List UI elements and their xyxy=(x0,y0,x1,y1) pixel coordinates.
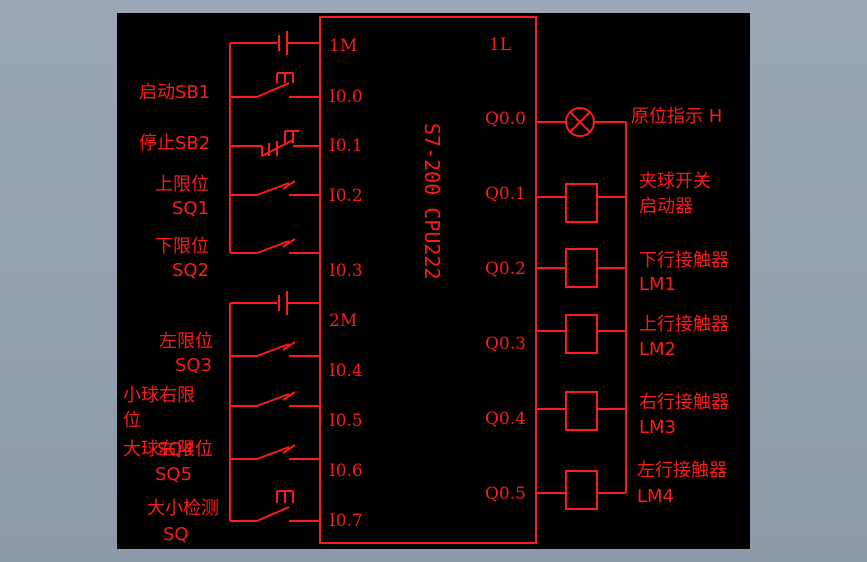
switch-icon xyxy=(256,391,296,407)
pin-q0-5: Q0.5 xyxy=(485,484,526,504)
output-label-lm2: LM2 xyxy=(639,339,676,360)
input-label-sq1: SQ1 xyxy=(172,198,209,219)
pin-2m: 2M xyxy=(329,311,357,331)
pin-q0-4: Q0.4 xyxy=(485,409,526,429)
input-label-start: 启动SB1 xyxy=(139,82,210,103)
input-label-sq2: SQ2 xyxy=(172,260,209,281)
pin-i0-1: I0.1 xyxy=(329,136,363,156)
output-label-right-contactor: 右行接触器 xyxy=(639,392,729,413)
output-label-gripper-starter: 启动器 xyxy=(639,196,693,217)
input-label-big-ball-right: 大球右限位 xyxy=(123,439,213,460)
output-label-lm3: LM3 xyxy=(639,417,676,438)
pin-i0-0: I0.0 xyxy=(329,87,363,107)
plc-model-label: S7-200 CPU222 xyxy=(420,123,444,280)
switch-icon xyxy=(256,238,296,254)
battery-icon xyxy=(278,291,288,315)
switch-icon xyxy=(256,341,296,357)
pin-i0-3: I0.3 xyxy=(329,261,363,281)
switch-icon xyxy=(256,490,294,522)
battery-icon xyxy=(278,31,288,55)
output-wiring xyxy=(536,107,627,510)
lamp-icon xyxy=(565,107,595,137)
input-label-small-ball-right: 小球右限 xyxy=(123,385,195,406)
input-label-stop: 停止SB2 xyxy=(139,133,210,154)
coil-icon xyxy=(565,470,598,510)
coil-icon xyxy=(565,248,598,288)
output-label-lm4: LM4 xyxy=(637,486,674,507)
pin-q0-3: Q0.3 xyxy=(485,334,526,354)
input-label-sq4-overlap: SQ4 xyxy=(157,439,194,460)
output-label-left-contactor: 左行接触器 xyxy=(637,460,727,481)
pin-i0-2: I0.2 xyxy=(329,186,363,206)
pin-i0-6: I0.6 xyxy=(329,461,363,481)
switch-icon xyxy=(256,180,296,196)
coil-icon xyxy=(565,183,598,223)
pin-q0-2: Q0.2 xyxy=(485,259,526,279)
output-label-lm1: LM1 xyxy=(639,274,676,295)
pin-i0-5: I0.5 xyxy=(329,411,363,431)
switch-icon xyxy=(256,72,294,98)
input-label-lower-limit: 下限位 xyxy=(155,236,209,257)
pin-q0-0: Q0.0 xyxy=(485,109,526,129)
pin-1m: 1M xyxy=(329,36,357,56)
input-label-left-limit: 左限位 xyxy=(159,331,213,352)
plc-body xyxy=(319,16,537,544)
switch-icon xyxy=(261,130,299,157)
output-label-up-contactor: 上行接触器 xyxy=(639,314,729,335)
output-label-down-contactor: 下行接触器 xyxy=(639,250,729,271)
schematic-canvas: S7-200 CPU222 1M I0.0 I0.1 I0.2 I0.3 2M … xyxy=(117,13,750,549)
input-label-sq3: SQ3 xyxy=(175,355,212,376)
input-label-upper-limit: 上限位 xyxy=(155,174,209,195)
input-label-sq5: SQ5 xyxy=(155,464,192,485)
pin-i0-4: I0.4 xyxy=(329,361,363,381)
output-label-home-indicator: 原位指示 H xyxy=(631,106,722,127)
input-group-2-wiring xyxy=(229,291,320,522)
input-label-size-detect: 大小检测 xyxy=(147,498,219,519)
input-group-1-wiring xyxy=(229,31,320,254)
switch-icon xyxy=(256,444,296,460)
output-label-gripper: 夹球开关 xyxy=(639,171,711,192)
coil-icon xyxy=(565,314,598,354)
pin-1l: 1L xyxy=(489,35,511,55)
input-label-sq: SQ xyxy=(163,524,189,545)
pin-i0-7: I0.7 xyxy=(329,511,363,531)
input-label-small-ball-right-cont: 位 xyxy=(123,410,141,431)
coil-icon xyxy=(565,391,598,431)
wiring-diagram: S7-200 CPU222 1M I0.0 I0.1 I0.2 I0.3 2M … xyxy=(123,16,729,545)
pin-q0-1: Q0.1 xyxy=(485,184,526,204)
